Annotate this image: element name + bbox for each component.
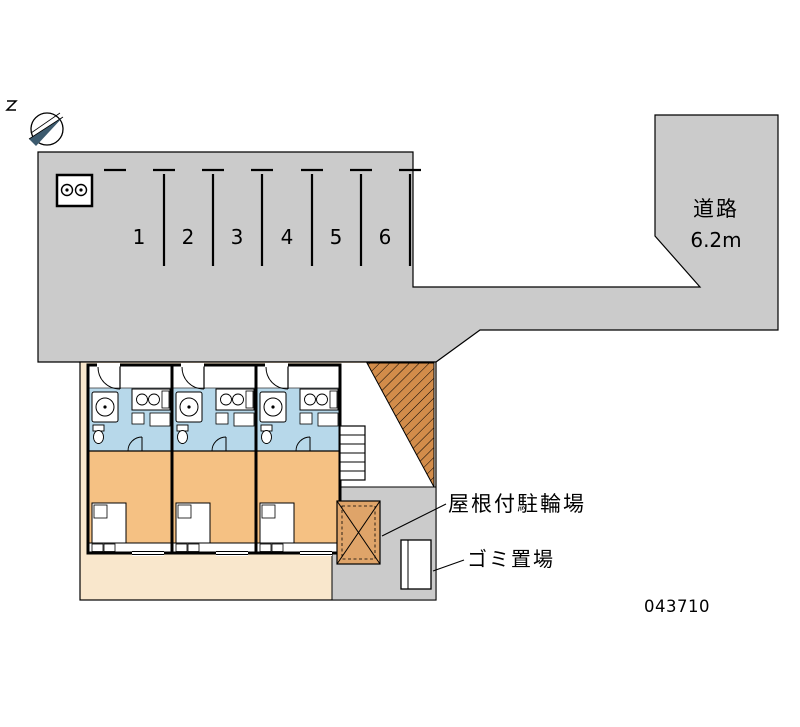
- parking-space-number-2: 2: [182, 225, 195, 249]
- north-mark-icon: [5, 100, 18, 111]
- bike-shed: [336, 500, 381, 565]
- parking-dividers: [162, 174, 412, 266]
- external-stairs: [339, 425, 366, 481]
- compass-needle-icon: [29, 117, 63, 146]
- garbage-area: [400, 539, 432, 590]
- garbage-label: ゴミ置場: [467, 547, 555, 571]
- bike-shed-annotation: 屋根付駐輪場: [381, 492, 586, 537]
- drawing-number: 043710: [644, 597, 710, 616]
- north-compass: [5, 100, 64, 146]
- unit-1: [86, 361, 174, 558]
- leader-line-garbage: [432, 559, 465, 572]
- parking-lot: 1 2 3 4 5 6: [55, 168, 421, 266]
- paving-area: [37, 114, 779, 363]
- apartment-building: [86, 361, 342, 558]
- leader-line-bike-shed: [381, 503, 447, 537]
- road-width-label: 6.2m: [690, 228, 741, 252]
- garbage-annotation: ゴミ置場: [432, 547, 555, 572]
- slope-hatch-area: [366, 362, 435, 488]
- unit-3: [254, 361, 342, 558]
- unit-2: [170, 361, 258, 558]
- road-label: 道路: [693, 197, 739, 221]
- parking-space-number-4: 4: [281, 225, 294, 249]
- parking-space-number-1: 1: [133, 225, 146, 249]
- bike-shed-label: 屋根付駐輪場: [448, 492, 586, 516]
- parking-space-number-5: 5: [330, 225, 343, 249]
- utility-box: [55, 173, 94, 208]
- parking-space-number-6: 6: [379, 225, 392, 249]
- road-block: 道路 6.2m: [690, 197, 741, 252]
- parking-space-number-3: 3: [231, 225, 244, 249]
